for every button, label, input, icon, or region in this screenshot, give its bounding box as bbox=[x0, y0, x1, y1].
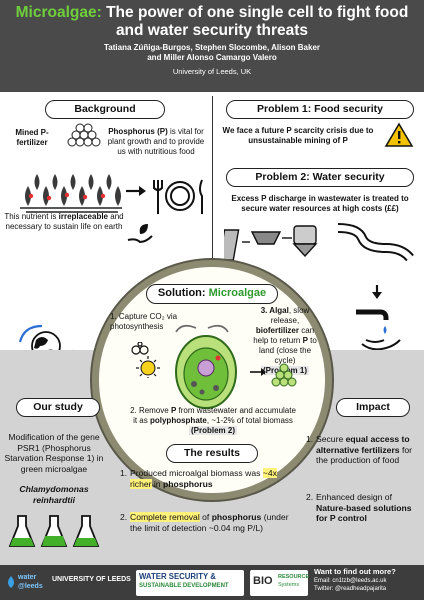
step3-bold3: P bbox=[302, 336, 308, 345]
nutrient-text: This nutrient is irreplaceable and neces… bbox=[4, 212, 124, 232]
step2-bold1: P bbox=[170, 406, 177, 415]
bio-logo-text: BIO bbox=[253, 575, 273, 587]
nutrient-pre: This nutrient is bbox=[4, 212, 59, 221]
authors-line-1: Tatiana Zúñiga-Burgos, Stephen Slocombe,… bbox=[103, 43, 321, 52]
solution-title-pre: Solution: bbox=[157, 287, 209, 299]
solution-step2: 2. Remove P from wastewater and accumula… bbox=[128, 406, 298, 436]
result-item-2-number: 2. bbox=[120, 512, 128, 522]
arrow-down-icon bbox=[372, 285, 382, 299]
plate-cutlery-icon bbox=[153, 179, 203, 214]
contact-email[interactable]: Email: cn1tzb@leeds.ac.uk bbox=[314, 578, 387, 584]
background-title: Background bbox=[45, 100, 165, 119]
poster-title: Microalgae: The power of one single cell… bbox=[0, 0, 424, 40]
resource-logo-line1: RESOURCE bbox=[278, 574, 310, 580]
study-title: Our study bbox=[16, 398, 100, 417]
impact-item-2-text: Enhanced design of Nature-based solution… bbox=[316, 492, 420, 524]
solution-title-accent: Microalgae bbox=[208, 287, 267, 299]
resource-logo-line2: Systems bbox=[278, 582, 300, 588]
contact-twitter[interactable]: Twitter: @readheadpajarita bbox=[314, 586, 387, 592]
step3-mid: , slow release, bbox=[270, 306, 310, 325]
flasks-icon bbox=[8, 515, 100, 547]
problem1-text: We face a future P scarcity crisis due t… bbox=[222, 126, 374, 145]
impact-item-2-number: 2. bbox=[306, 492, 314, 502]
step3-rest: can help to return bbox=[253, 326, 315, 345]
solution-title: Solution: Microalgae bbox=[146, 284, 278, 304]
problem1-title: Problem 1: Food security bbox=[226, 100, 414, 119]
mined-fertilizer-label: Mined P-fertilizer bbox=[15, 128, 49, 147]
result-1-pre: Produced microalgal biomass was bbox=[130, 468, 263, 478]
water-leeds-logo: water @leeds bbox=[4, 571, 48, 595]
water-leeds-text: water @leeds bbox=[18, 574, 43, 590]
fertilizer-pile-small-icon bbox=[250, 363, 297, 387]
ws-logo-line1: WATER SECURITY & bbox=[139, 572, 216, 581]
study-species: Chlamydomonas reinhardtii bbox=[19, 484, 89, 505]
impact-item-1-text: Secure equal access to alternative ferti… bbox=[316, 434, 420, 466]
hand-leaf-icon bbox=[127, 224, 153, 244]
impact-1-pre: Secure bbox=[316, 434, 346, 444]
arrow-right-icon bbox=[126, 186, 146, 196]
problem2-title: Problem 2: Water security bbox=[226, 168, 414, 187]
crop-field-icon bbox=[20, 174, 122, 213]
step3-end: to land (close the cycle) bbox=[258, 336, 317, 365]
phosphorus-bold: Phosphorus (P) bbox=[108, 127, 168, 136]
step2-mid: from wastewater and accumulate it as bbox=[133, 406, 296, 425]
impact-2-bold: Nature-based solutions for P control bbox=[316, 502, 412, 524]
river-icon bbox=[337, 223, 414, 262]
result-item-1-text: Produced microalgal biomass was ~4x rich… bbox=[130, 468, 298, 489]
footer: water @leeds UNIVERSITY OF LEEDS WATER S… bbox=[0, 565, 424, 600]
water-security-logo: WATER SECURITY & SUSTAINABLE DEVELOPMENT bbox=[136, 570, 244, 596]
bio-resource-logo: BIO RESOURCE Systems bbox=[250, 570, 310, 596]
co2-sun-icon bbox=[131, 342, 160, 378]
result-1-bold: phosphorus bbox=[162, 478, 213, 489]
uol-logo: UNIVERSITY OF LEEDS bbox=[52, 576, 131, 583]
ws-logo-line2: SUSTAINABLE DEVELOPMENT bbox=[139, 583, 229, 589]
nutrient-bold: irreplaceable bbox=[58, 212, 109, 221]
step2-pre: 2. Remove bbox=[130, 406, 171, 415]
result-2-highlight: Complete removal bbox=[130, 512, 200, 522]
result-2-bold: phosphorus bbox=[211, 512, 262, 522]
result-item-2-text: Complete removal of phosphorus (under th… bbox=[130, 512, 298, 533]
affiliation: University of Leeds, UK bbox=[172, 67, 252, 76]
solution-step1: 1. Capture CO₂ via photosynthesis bbox=[110, 312, 178, 331]
result-item-1-number: 1. bbox=[120, 468, 128, 478]
poster-header: Microalgae: The power of one single cell… bbox=[0, 0, 424, 92]
phosphorus-rest: is vital for plant growth and to provide… bbox=[107, 127, 205, 156]
results-title: The results bbox=[166, 444, 258, 463]
step3-bold2: biofertilizer bbox=[255, 326, 299, 335]
problem2-text: Excess P discharge in wastewater is trea… bbox=[231, 194, 409, 213]
phosphorus-text: Phosphorus (P) is vital for plant growth… bbox=[104, 127, 208, 157]
algal-cell-icon bbox=[175, 324, 237, 409]
step2-bold2: polyphosphate bbox=[149, 416, 207, 425]
result-1-mid: in bbox=[151, 478, 163, 489]
impact-title: Impact bbox=[336, 398, 410, 417]
study-text: Modification of the gene PSR1 (Phosphoru… bbox=[4, 432, 104, 474]
contact-block: Want to find out more? Email: cn1tzb@lee… bbox=[314, 567, 422, 593]
impact-1-post: for the production of food bbox=[316, 444, 413, 466]
step2-end: , ~1-2% of total biomass bbox=[206, 416, 293, 425]
tap-hands-icon bbox=[356, 309, 401, 351]
nutrient-post: and necessary to sustain life on earth bbox=[5, 212, 124, 231]
column-divider bbox=[212, 96, 213, 266]
title-accent: Microalgae: bbox=[15, 4, 102, 21]
step3-bold1: 3. Algal bbox=[260, 306, 289, 315]
result-2-mid: of bbox=[199, 512, 212, 522]
impact-2-pre: Enhanced design of bbox=[316, 492, 392, 502]
title-rest: The power of one single cell to fight fo… bbox=[101, 4, 409, 39]
fertilizer-pile-icon bbox=[67, 123, 101, 147]
contact-cta: Want to find out more? bbox=[314, 567, 396, 576]
warning-icon bbox=[384, 122, 414, 147]
authors: Tatiana Zúñiga-Burgos, Stephen Slocombe,… bbox=[0, 43, 424, 63]
impact-item-1-number: 1. bbox=[306, 434, 314, 444]
water-drop-icon bbox=[8, 576, 14, 588]
impact-1-bold: equal access to alternative fertilizers bbox=[316, 434, 410, 455]
authors-line-2: and Miller Alonso Camargo Valero bbox=[147, 53, 277, 62]
water-treatment-icon bbox=[224, 225, 318, 261]
result-2-post: (under the limit of detection ~0.04 mg P… bbox=[130, 512, 289, 533]
step2-problem-tag: (Problem 2) bbox=[188, 426, 237, 435]
